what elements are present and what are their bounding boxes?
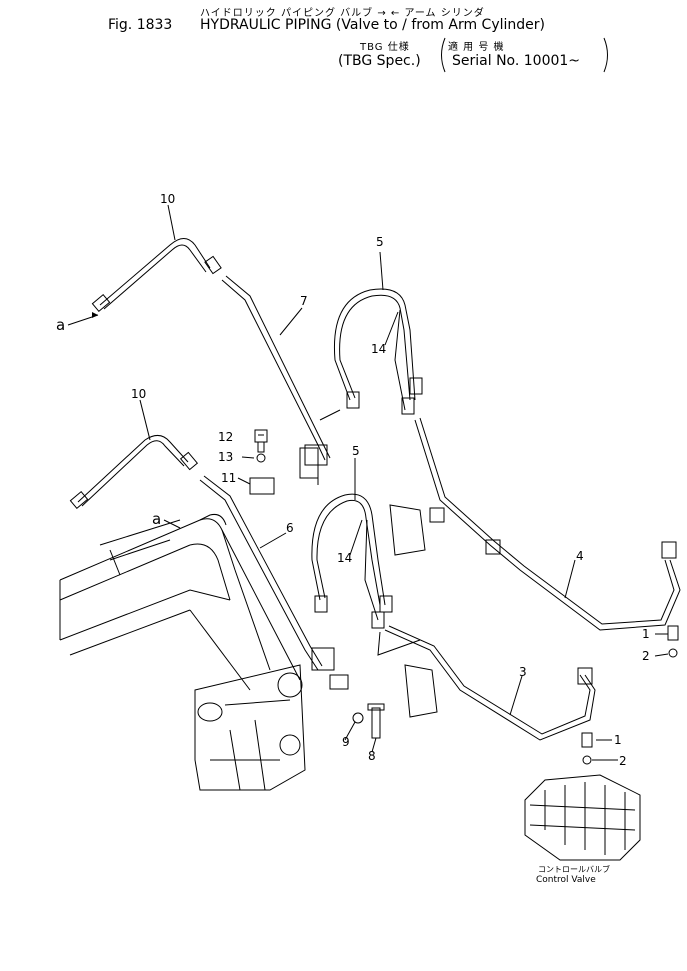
label-part-1-upper: 1: [642, 627, 650, 641]
pipe-7: [221, 275, 331, 485]
hose-10-lower: [69, 435, 199, 510]
applicable-serial-japanese: 適 用 号 機: [448, 42, 505, 53]
hose-5-upper: [333, 288, 423, 415]
label-part-1-lower: 1: [614, 733, 622, 747]
label-connection-a-lower: a: [152, 510, 161, 528]
figure-title: HYDRAULIC PIPING (Valve to / from Arm Cy…: [200, 17, 545, 33]
pipe-3: [384, 625, 596, 741]
figure-number: Fig. 1833: [108, 17, 173, 33]
tbg-spec-japanese: TBG 仕様: [360, 42, 410, 53]
arm-structure: [59, 514, 306, 791]
title-japanese: ハイドロリック パイピング バルブ → ← アーム シリンダ: [200, 8, 485, 19]
label-part-5-lower: 5: [352, 444, 360, 458]
label-part-8: 8: [368, 749, 376, 763]
label-part-2-lower: 2: [619, 754, 627, 768]
clamp-brackets: [249, 447, 438, 718]
pipe-4: [414, 417, 681, 631]
label-part-5-upper: 5: [376, 235, 384, 249]
label-part-7: 7: [300, 294, 308, 308]
label-part-4: 4: [576, 549, 584, 563]
tbg-spec-label: (TBG Spec.): [338, 53, 421, 69]
label-part-2-upper: 2: [642, 649, 650, 663]
leader-lines: [67, 204, 669, 761]
label-part-11: 11: [221, 471, 236, 485]
hose-5-lower: [311, 493, 393, 629]
control-valve-label-jp: コントロールバルブ: [538, 864, 610, 874]
label-part-14-lower: 14: [337, 551, 352, 565]
label-part-9: 9: [342, 735, 350, 749]
serial-number-label: Serial No. 10001~: [452, 53, 581, 69]
pipe-6: [199, 475, 349, 690]
label-part-10-upper: 10: [160, 192, 175, 206]
arrow-a-icon: [92, 312, 98, 318]
label-part-3: 3: [519, 665, 527, 679]
label-part-6: 6: [286, 521, 294, 535]
hose-10-upper: [91, 238, 222, 313]
label-part-12: 12: [218, 430, 233, 444]
control-valve-label-en: Control Valve: [536, 875, 596, 885]
label-part-13: 13: [218, 450, 233, 464]
label-part-14-upper: 14: [371, 342, 386, 356]
label-connection-a-upper: a: [56, 316, 65, 334]
label-part-10-lower: 10: [131, 387, 146, 401]
control-valve: [524, 774, 641, 861]
part-labels: 10 10 7 5 5 14 14 12 13 11 6 4 3 1 2 1 2…: [56, 192, 650, 885]
